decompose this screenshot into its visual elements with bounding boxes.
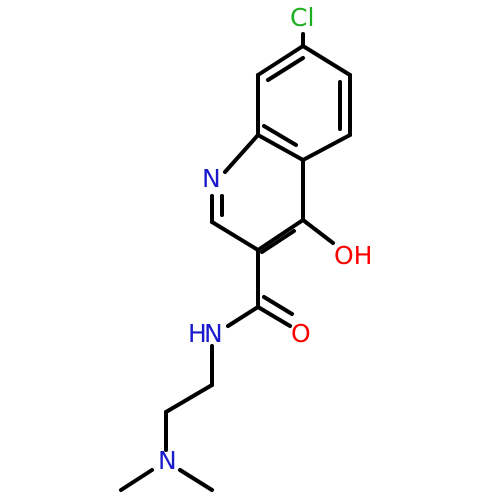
bond-lines xyxy=(119,32,352,492)
chlorine-label: Cl xyxy=(290,3,314,32)
hydroxyl-label: OH xyxy=(334,241,372,270)
bond-c8-c7 xyxy=(256,44,305,77)
bond-c8-c7-inner xyxy=(266,56,305,82)
bond-namine-methyl-right xyxy=(178,468,214,492)
bond-c4-c3 xyxy=(256,218,305,252)
bond-carbonyl-o xyxy=(256,305,292,328)
bond-carbonyl-nh xyxy=(226,305,260,328)
bond-c8a-c4a-inner xyxy=(262,124,298,147)
bond-c5-c4a xyxy=(301,133,352,162)
bond-c8a-c4a xyxy=(256,133,305,162)
amine-nitrogen-label: N xyxy=(158,446,177,475)
bond-n1-c8a xyxy=(223,133,260,174)
bond-carbonyl-o-double xyxy=(262,295,294,316)
ring-nitrogen-label: N xyxy=(202,164,221,193)
bond-ch2-ch2 xyxy=(164,383,214,414)
carbonyl-oxygen-label: O xyxy=(291,319,311,348)
bond-namine-methyl-left xyxy=(119,468,154,492)
bond-c4-oh xyxy=(301,218,335,245)
bond-c3-c2 xyxy=(210,220,260,252)
bond-c7-c6 xyxy=(301,44,352,77)
atom-labels: Cl N OH H N O N xyxy=(158,3,372,475)
amide-hydrogen-label: H xyxy=(188,319,207,348)
bond-c4-c3-inner xyxy=(260,229,296,254)
amide-nitrogen-label: N xyxy=(204,319,223,348)
